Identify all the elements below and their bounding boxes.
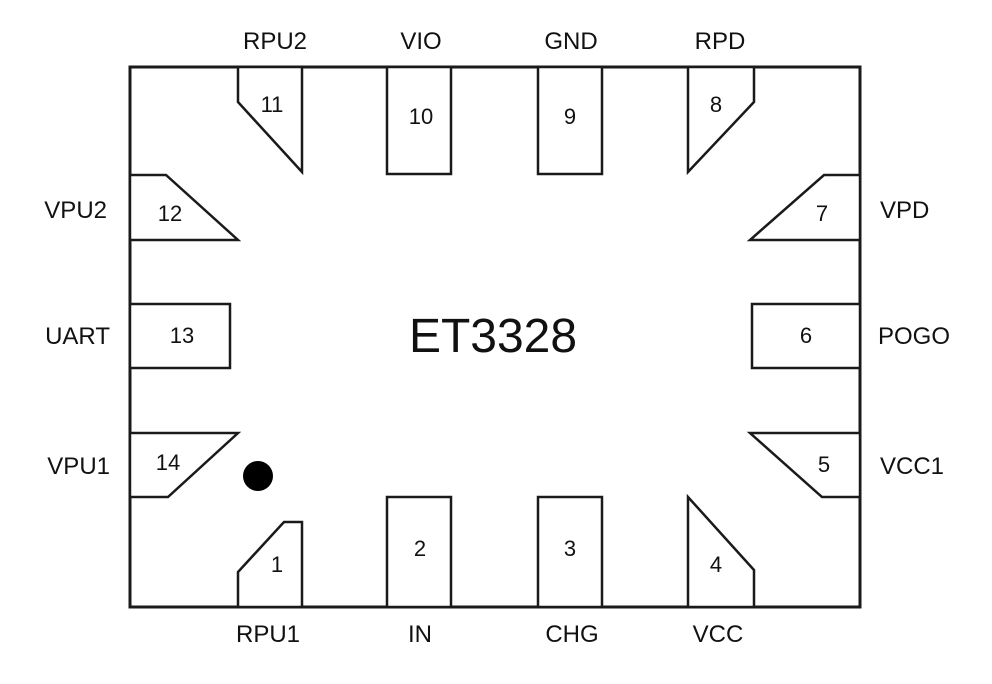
pin-7-pad (746, 173, 862, 242)
pin-6: 6 POGO (750, 302, 950, 370)
pin-8-number: 8 (710, 92, 722, 117)
pin-2: 2 IN (385, 495, 453, 648)
pin-8-label: RPD (695, 28, 746, 55)
pin-14: 14 VPU1 (47, 431, 242, 499)
pin-1-label: RPU1 (236, 621, 300, 648)
pin-9-label: GND (544, 28, 597, 55)
pin-14-pad (128, 431, 242, 499)
pin-9: 9 GND (536, 28, 604, 176)
pin-1-number: 1 (271, 552, 283, 577)
pin-13-number: 13 (170, 323, 194, 348)
pin1-marker-dot (243, 461, 273, 491)
pin-9-pad (536, 65, 604, 176)
pin-14-label: VPU1 (47, 453, 110, 480)
pin-5-label: VCC1 (880, 453, 944, 480)
pin-6-number: 6 (800, 323, 812, 348)
pin-13-pad (128, 302, 232, 370)
pin-11: 11 RPU2 (236, 28, 307, 176)
pin-3-number: 3 (564, 536, 576, 561)
pin-6-pad (750, 302, 862, 370)
pin-11-label: RPU2 (243, 28, 307, 55)
pin-7-label: VPD (880, 197, 929, 224)
pin-7: 7 VPD (746, 173, 929, 242)
pin-11-number: 11 (261, 92, 284, 117)
pin-1-pad (236, 520, 304, 609)
pin-4-pad (686, 493, 756, 609)
pin-4-label: VCC (693, 621, 744, 648)
pin-3-pad (536, 495, 604, 609)
pin-3-label: CHG (545, 621, 598, 648)
pin-8-pad (686, 65, 756, 176)
pin-13-label: UART (45, 323, 110, 350)
pin-9-number: 9 (564, 104, 576, 129)
pin-10-number: 10 (409, 104, 433, 129)
chip-name: ET3328 (409, 310, 577, 363)
pin-5-number: 5 (818, 452, 830, 477)
pin-12-number: 12 (158, 201, 182, 226)
package-body (128, 65, 862, 609)
pin-2-number: 2 (414, 536, 426, 561)
pin-12: 12 VPU2 (44, 173, 242, 242)
pin-12-pad (128, 173, 242, 242)
pin-6-label: POGO (878, 323, 950, 350)
pin-10-label: VIO (400, 28, 441, 55)
pin-1: 1 RPU1 (236, 520, 304, 648)
pin-14-number: 14 (156, 450, 180, 475)
pin-4-number: 4 (710, 552, 722, 577)
pin-5: 5 VCC1 (746, 431, 944, 499)
pin-12-label: VPU2 (44, 197, 107, 224)
pin-10-pad (385, 65, 453, 176)
pin-11-pad (236, 65, 304, 176)
pin-4: 4 VCC (686, 493, 756, 648)
pin-13: 13 UART (45, 302, 232, 370)
pin-10: 10 VIO (385, 28, 453, 176)
pin-5-pad (746, 431, 862, 499)
pin-2-pad (385, 495, 453, 609)
pin-3: 3 CHG (536, 495, 604, 648)
pin-7-number: 7 (816, 201, 828, 226)
pin-2-label: IN (408, 621, 432, 648)
pin-8: 8 RPD (686, 28, 756, 176)
